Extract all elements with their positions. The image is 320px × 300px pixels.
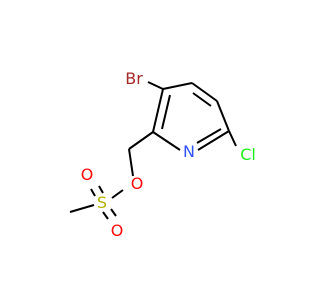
bond-c2-ch2 xyxy=(128,131,154,150)
bond-c2-c3-inner xyxy=(161,94,171,130)
atom-oxygen-top: O xyxy=(81,165,94,184)
bond-s-o-top-a xyxy=(90,188,96,197)
atom-sulfur: S xyxy=(97,193,107,212)
bond-c3-br xyxy=(147,81,164,90)
atom-chlorine: Cl xyxy=(240,145,256,164)
bond-c5-c6 xyxy=(216,100,230,132)
bond-c6-cl xyxy=(228,130,237,147)
bond-n-c2 xyxy=(152,131,181,151)
atom-nitrogen: N xyxy=(183,142,195,161)
bond-o-s xyxy=(111,189,124,199)
bond-s-o-bottom-b xyxy=(110,208,117,217)
bond-s-o-top-b xyxy=(98,185,104,194)
atom-bromine: Br xyxy=(125,69,143,88)
bond-ch2-o xyxy=(128,148,134,177)
molecule-structure: Br N Cl O S O O xyxy=(69,69,256,240)
atom-oxygen-bottom: O xyxy=(111,221,124,240)
bond-s-ch3 xyxy=(69,204,95,213)
bond-c2-c3 xyxy=(152,88,164,133)
bond-c3-c4 xyxy=(162,82,193,90)
bond-c6-n-inner xyxy=(196,128,222,144)
atom-oxygen-ester: O xyxy=(131,174,144,193)
bond-s-o-bottom-a xyxy=(102,211,109,220)
bond-c4-c5-inner xyxy=(192,92,212,107)
bond-c4-c5 xyxy=(191,82,218,102)
bond-c6-n xyxy=(197,130,230,151)
